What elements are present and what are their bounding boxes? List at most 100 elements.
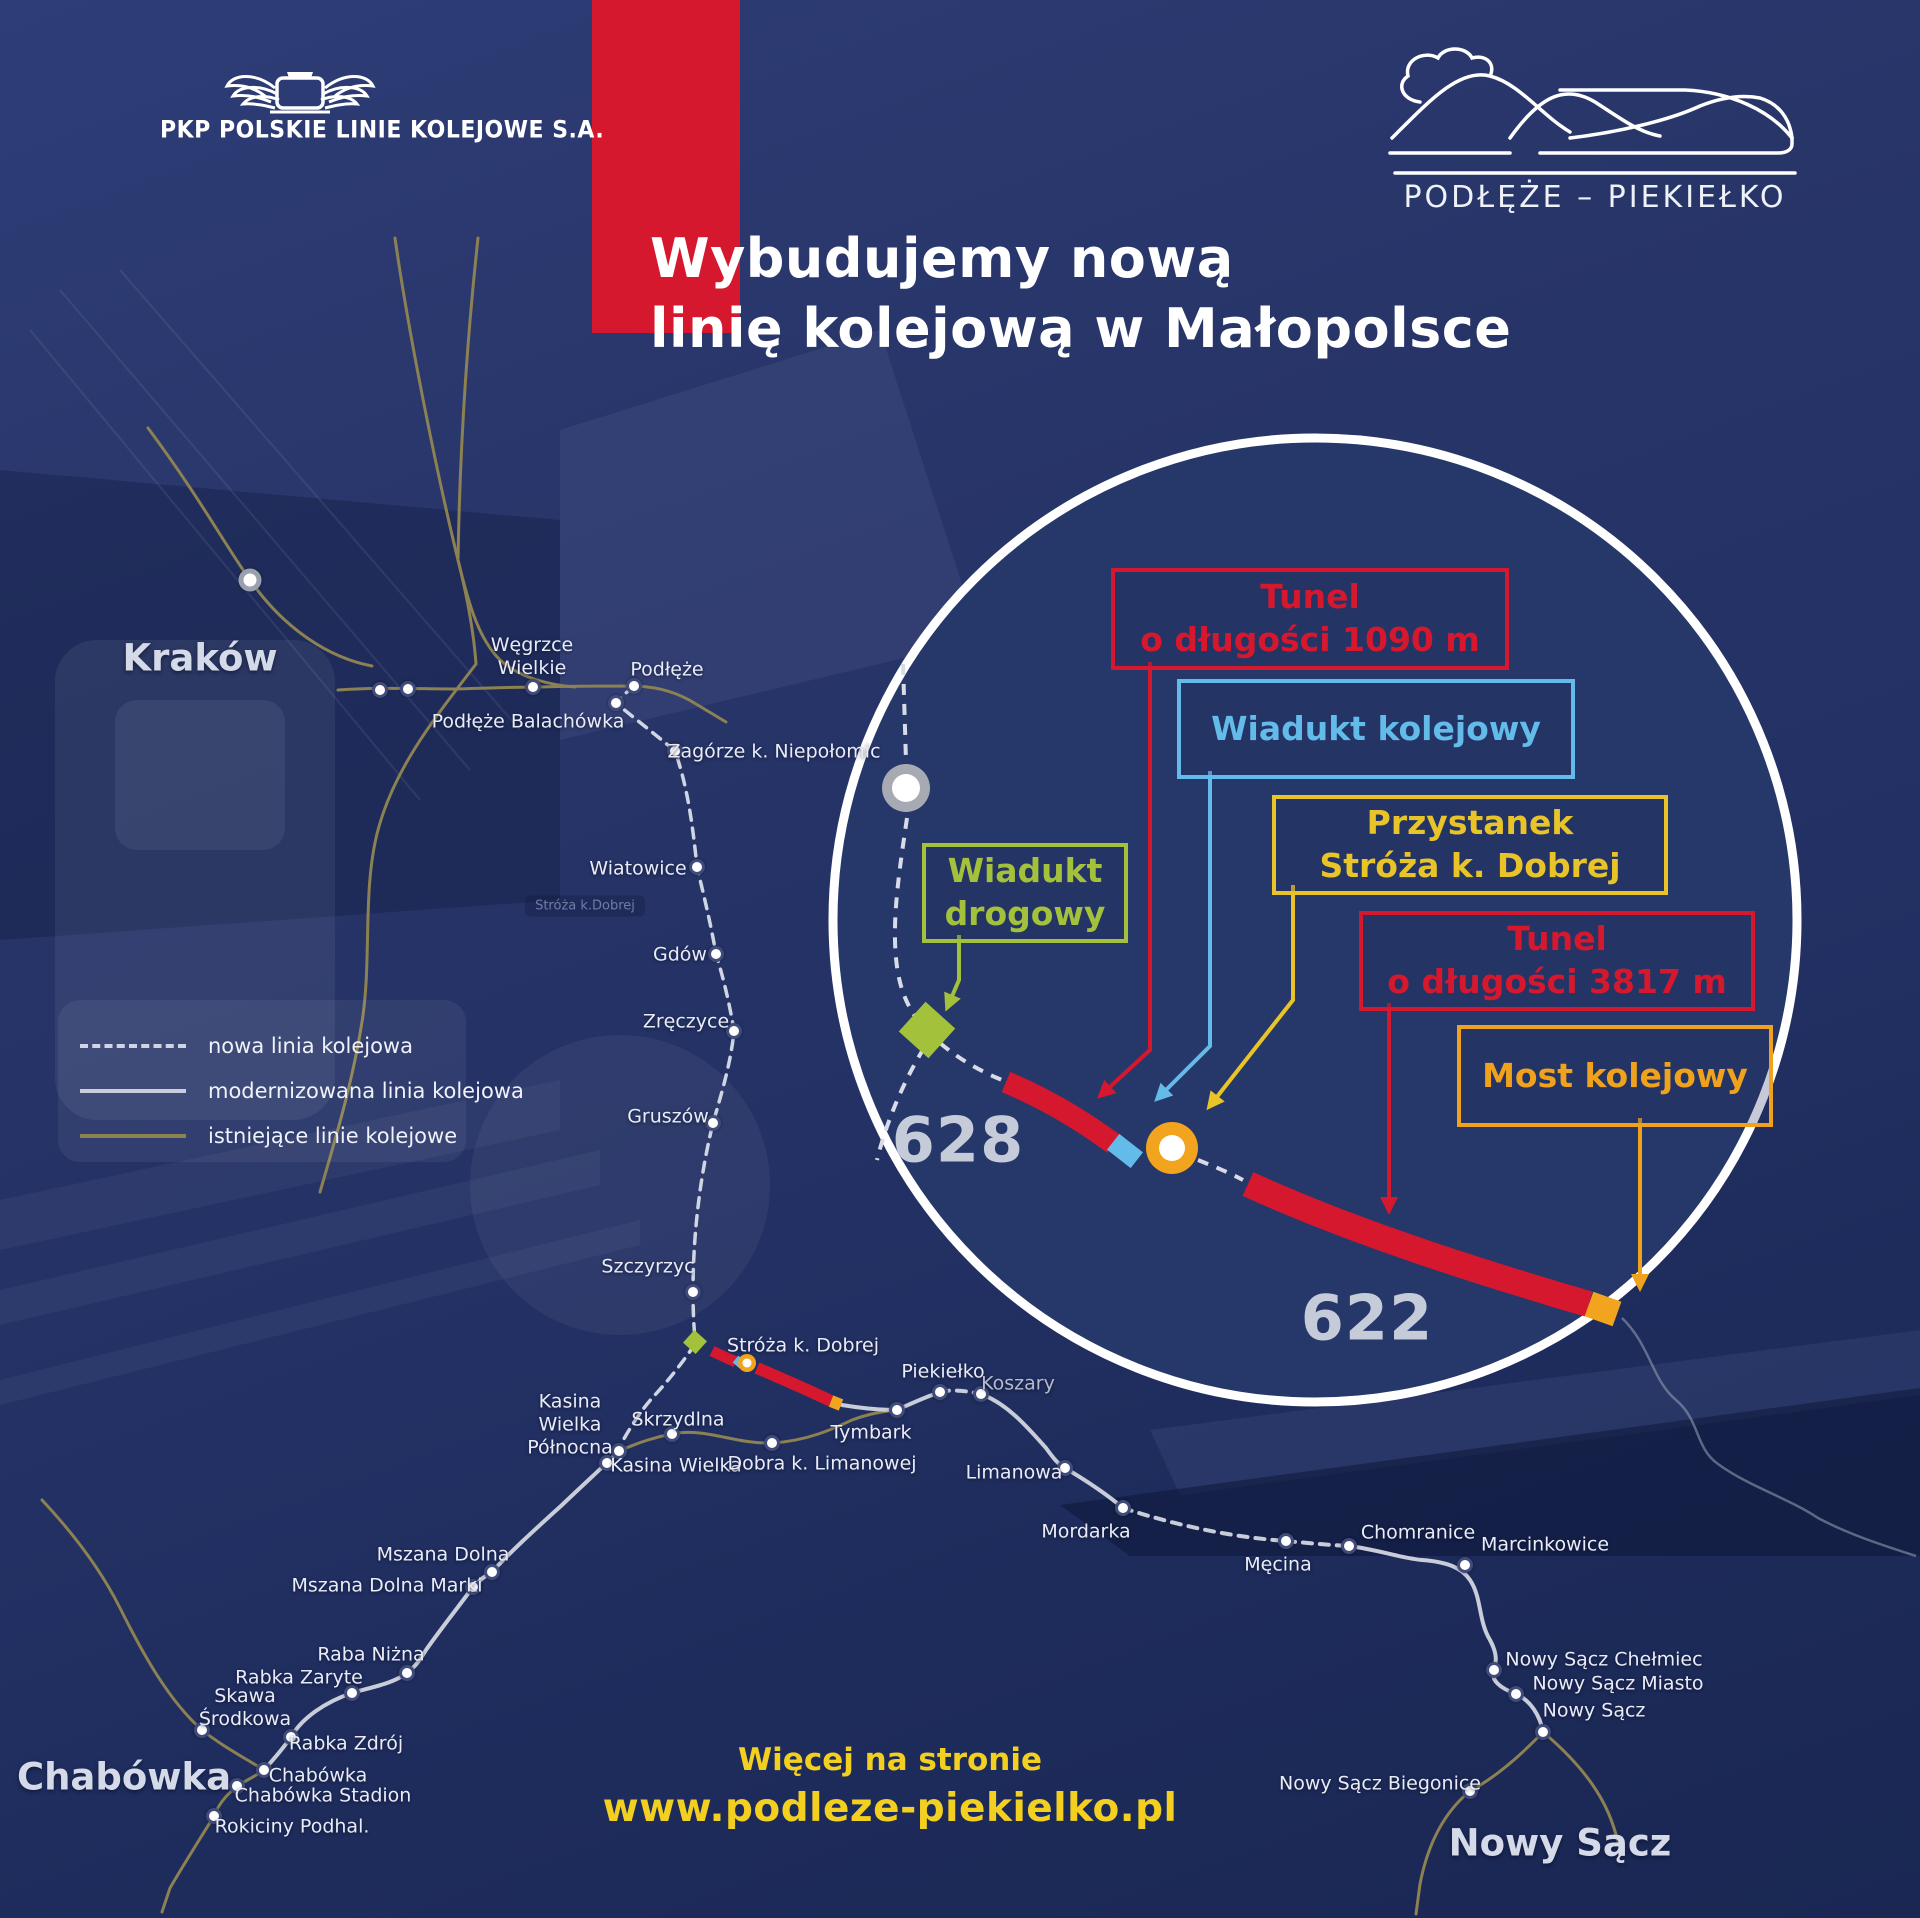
inset-road-viaduct-marker	[898, 1001, 956, 1059]
station-dot	[1115, 1500, 1131, 1516]
station-dot	[764, 1435, 780, 1451]
station-label: Mszana Dolna Marki	[291, 1574, 483, 1597]
station-dot	[664, 1426, 680, 1442]
legend-label: modernizowana linia kolejowa	[208, 1079, 524, 1103]
map-mini-features	[682, 1329, 844, 1411]
station-dot	[932, 1384, 948, 1400]
legend-swatch-solid	[80, 1089, 186, 1093]
station-dot	[973, 1386, 989, 1402]
station-label: Zagórze k. Niepołomic	[667, 740, 881, 763]
station-label: Kasina Wielka	[610, 1454, 742, 1477]
station-label: Dobra k. Limanowej	[727, 1452, 917, 1475]
station-label: Gdów	[653, 943, 707, 966]
station-dot	[708, 946, 724, 962]
station-label: Nowy Sącz Biegonice	[1279, 1772, 1481, 1795]
background-station-sign: Stróża k.Dobrej	[525, 895, 645, 917]
pkp-logo: PKP POLSKIE LINIE KOLEJOWE S.A.	[160, 40, 605, 145]
project-logo-text: PODŁĘŻE – PIEKIEŁKO	[1403, 180, 1787, 215]
station-dot	[599, 1455, 615, 1471]
station-dot	[484, 1564, 500, 1580]
station-label: Podłęże	[630, 658, 704, 681]
callout-rail-bridge: Most kolejowy	[1457, 1025, 1773, 1127]
inset-rail-viaduct-marker	[1107, 1133, 1143, 1169]
rail-line-number: 622	[1300, 1281, 1434, 1355]
station-dot	[611, 1443, 627, 1459]
title-line-1: Wybudujemy nową	[650, 227, 1234, 290]
station-dot	[194, 1722, 210, 1738]
inset-tunnel-3817-band	[1242, 1172, 1593, 1317]
station-dot	[525, 679, 541, 695]
legend-swatch-solid	[80, 1134, 186, 1138]
station-dot	[465, 1579, 481, 1595]
station-label: Rokiciny Podhal.	[214, 1815, 370, 1838]
city-label: Chabówka	[16, 1755, 232, 1799]
river-line	[1621, 1317, 1917, 1558]
station-label: Wiatowice	[589, 857, 687, 880]
title-line-2: linię kolejową w Małopolsce	[650, 297, 1512, 360]
project-logo-icon	[1388, 47, 1797, 175]
legend-item: nowa linia kolejowa	[80, 1034, 413, 1058]
station-label: Rabka Zdrój	[288, 1732, 404, 1755]
callout-tunnel-1090: Tunel o długości 1090 m	[1111, 568, 1509, 670]
station-label: Chabówka Stadion	[234, 1784, 412, 1807]
inset-new-line	[875, 663, 1244, 1182]
station-label: Gruszów	[627, 1105, 709, 1128]
city-label: Kraków	[122, 636, 278, 680]
station-dot	[283, 1729, 299, 1745]
station-label: Podłęże Balachówka	[431, 710, 625, 733]
station-dot	[1457, 1557, 1473, 1573]
pkp-company-name: PKP POLSKIE LINIE KOLEJOWE S.A.	[160, 116, 605, 145]
city-label: Nowy Sącz	[1448, 1821, 1672, 1865]
station-dot	[229, 1778, 245, 1794]
title-accent-bar	[592, 0, 740, 333]
footer-website: www.podleze-piekielko.pl	[602, 1786, 1178, 1831]
legend-label: istniejące linie kolejowe	[208, 1124, 458, 1148]
station-label: Chabówka	[268, 1764, 368, 1787]
station-label: Męcina	[1244, 1553, 1312, 1576]
station-label: Skawa Środkowa	[198, 1685, 292, 1730]
legend-label: nowa linia kolejowa	[208, 1034, 413, 1058]
station-label: Tymbark	[830, 1421, 912, 1444]
station-label: Stróża k. Dobrej	[727, 1334, 879, 1357]
station-dot	[1278, 1533, 1294, 1549]
callout-stop-stroza: Przystanek Stróża k. Dobrej	[1272, 795, 1668, 895]
station-label: Mordarka	[1041, 1520, 1131, 1543]
station-label: Kasina Wielka Północna	[527, 1390, 613, 1459]
station-dot	[1508, 1686, 1524, 1702]
junction-dot	[400, 681, 416, 697]
page-title: Wybudujemy nową linię kolejową w Małopol…	[650, 224, 1511, 364]
callout-tunnel-3817: Tunel o długości 3817 m	[1359, 911, 1755, 1011]
station-dot	[667, 743, 683, 759]
station-label: Limanowa	[965, 1461, 1063, 1484]
inset-bridge-band	[1584, 1291, 1622, 1327]
station-label: Szczyrzyc	[601, 1255, 695, 1278]
station-dot	[889, 1402, 905, 1418]
footer: Więcej na stronie www.podleze-piekielko.…	[603, 1742, 1178, 1831]
callout-rail-viaduct: Wiadukt kolejowy	[1177, 679, 1575, 779]
legend-item: modernizowana linia kolejowa	[80, 1079, 524, 1103]
legend-item: istniejące linie kolejowe	[80, 1124, 457, 1148]
inset-tunnel-1090-band	[1001, 1071, 1121, 1153]
station-dot	[626, 678, 642, 694]
station-dot	[689, 859, 705, 875]
station-label: Nowy Sącz Chełmiec	[1505, 1648, 1703, 1671]
station-label: Marcinkowice	[1480, 1533, 1610, 1556]
station-dot	[1486, 1662, 1502, 1678]
station-dot	[256, 1762, 272, 1778]
station-dot	[685, 1284, 701, 1300]
station-dot	[1057, 1460, 1073, 1476]
station-dot	[344, 1685, 360, 1701]
station-dot	[1535, 1724, 1551, 1740]
station-label: Raba Niżna	[317, 1643, 425, 1666]
station-label: Nowy Sącz	[1542, 1699, 1646, 1722]
station-dot	[1341, 1538, 1357, 1554]
footer-more-info: Więcej na stronie	[737, 1742, 1043, 1778]
station-label: Węgrzce Wielkie	[490, 634, 574, 679]
legend-swatch-dashed	[80, 1044, 186, 1048]
junction-dot	[372, 682, 388, 698]
station-dot	[399, 1665, 415, 1681]
inset-connectors	[944, 662, 1649, 1292]
project-logo: PODŁĘŻE – PIEKIEŁKO	[1380, 30, 1810, 215]
